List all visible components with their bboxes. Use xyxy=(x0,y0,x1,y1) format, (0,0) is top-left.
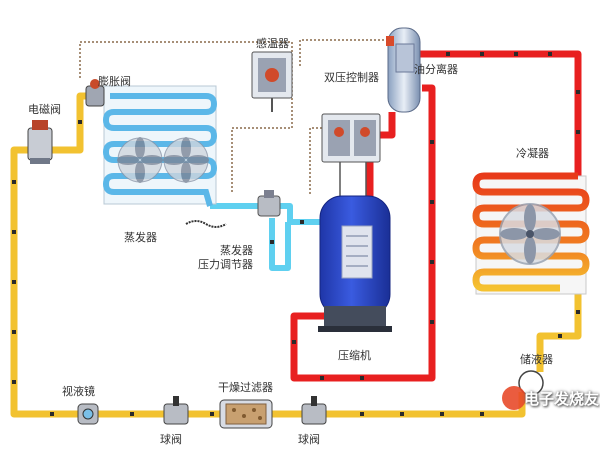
filter-drier xyxy=(219,399,273,429)
label-solenoid-valve: 电磁阀 xyxy=(28,103,61,116)
pressure-regulator xyxy=(257,190,281,217)
compressor xyxy=(318,195,392,332)
label-sight-glass: 视液镜 xyxy=(62,385,95,398)
label-evaporator: 蒸发器 xyxy=(124,231,157,244)
label-evaporator-pressure-regulator: 蒸发器 压力调节器 xyxy=(198,244,253,271)
ball-valve-right xyxy=(301,396,327,425)
label-receiver: 储液器 xyxy=(520,353,553,366)
receiver xyxy=(518,370,544,396)
label-oil-separator: 油分离器 xyxy=(414,63,458,76)
discharge-arrows xyxy=(292,52,580,380)
sight-glass xyxy=(77,403,99,425)
ball-valve-left xyxy=(163,396,189,425)
liquid-arrows xyxy=(12,120,580,416)
evaporator xyxy=(102,85,227,228)
suction-arrows xyxy=(270,220,304,244)
dual-pressure-controller xyxy=(321,113,381,198)
label-dual-pressure-controller: 双压控制器 xyxy=(324,71,379,84)
expansion-valve xyxy=(85,79,105,107)
oil-separator xyxy=(386,27,421,113)
label-expansion-valve: 膨胀阀 xyxy=(98,75,131,88)
label-temperature-sensor: 感温器 xyxy=(256,37,289,50)
label-condenser: 冷凝器 xyxy=(516,147,549,160)
label-ball-valve-right: 球阀 xyxy=(298,433,320,446)
watermark-text: 电子发烧友 xyxy=(524,390,600,408)
evaporator-fans xyxy=(117,137,209,183)
label-filter-drier: 干燥过滤器 xyxy=(218,381,273,394)
solenoid-valve xyxy=(27,120,53,164)
label-compressor: 压缩机 xyxy=(338,349,371,362)
label-ball-valve-left: 球阀 xyxy=(160,433,182,446)
condenser xyxy=(472,172,590,295)
watermark-logo xyxy=(502,386,526,410)
temperature-sensor xyxy=(251,51,293,112)
